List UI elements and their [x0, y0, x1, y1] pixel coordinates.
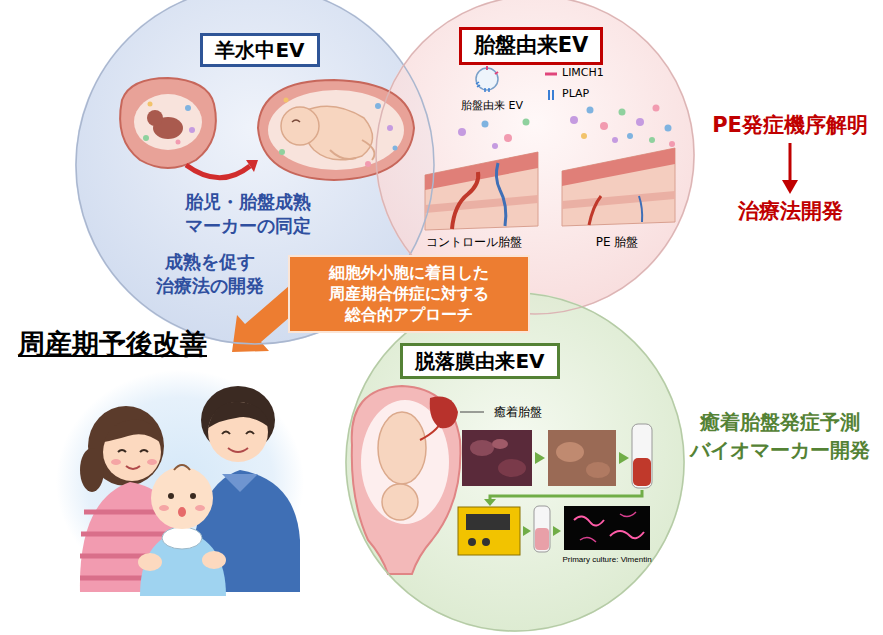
figure-label: 癒着胎盤 [494, 405, 542, 421]
outcome-heading: 周産期予後改善 [18, 326, 207, 361]
title-box: 脱落膜由来EV [400, 343, 559, 379]
legend-text: PLAP [562, 87, 589, 101]
title-box: 胎盤由来EV [459, 27, 604, 64]
sample-processing [458, 424, 652, 555]
growth-arrow [186, 160, 258, 178]
mechanism-arrow [782, 143, 798, 194]
approach-box: 細胞外小胞に着目した 周産期合併症に対する 総合的アプローチ [288, 255, 530, 333]
swatch-bar [552, 90, 554, 100]
control-placenta [425, 119, 538, 231]
finding-text: 胎児・胎盤成熟 マーカーの同定 [163, 190, 333, 239]
family-illustration [56, 370, 304, 596]
legend-swatch [544, 67, 558, 81]
title-box: 羊水中EV [200, 33, 319, 67]
figure-label: PE 胎盤 [596, 235, 639, 251]
small-uterus [120, 78, 216, 168]
figure-label: 胎盤由来 EV [461, 99, 523, 113]
legend-text: LIMCH1 [562, 66, 604, 80]
decidual-ev-circle: 癒着胎盤 Primary culture: Vimentin 脱落膜由来EV [345, 292, 685, 632]
box-text: 脱落膜由来EV [415, 349, 544, 373]
circle-border [346, 293, 684, 631]
swatch-line [545, 73, 557, 76]
large-uterus [258, 80, 414, 180]
swatch-bar [548, 90, 550, 100]
goal-label: 治療法開発 [738, 198, 843, 225]
legend-swatch [544, 88, 558, 102]
figure-label: コントロール胎盤 [426, 235, 522, 251]
box-text: 細胞外小胞に着目した 周産期合併症に対する 総合的アプローチ [296, 263, 522, 325]
finding-text: 成熟を促す 治療法の開発 [135, 250, 285, 299]
pe-vesicles [570, 105, 675, 148]
figure-caption: Primary culture: Vimentin [562, 555, 651, 565]
box-text: 胎盤由来EV [474, 33, 589, 58]
ev-icon [476, 66, 498, 92]
box-text: 羊水中EV [215, 38, 304, 62]
decidua-ground [345, 292, 685, 632]
goal-label: 癒着胎盤発症予測 バイオマーカー開発 [680, 408, 880, 464]
pe-placenta [562, 148, 675, 226]
goal-label: PE発症機序解明 [712, 112, 868, 139]
